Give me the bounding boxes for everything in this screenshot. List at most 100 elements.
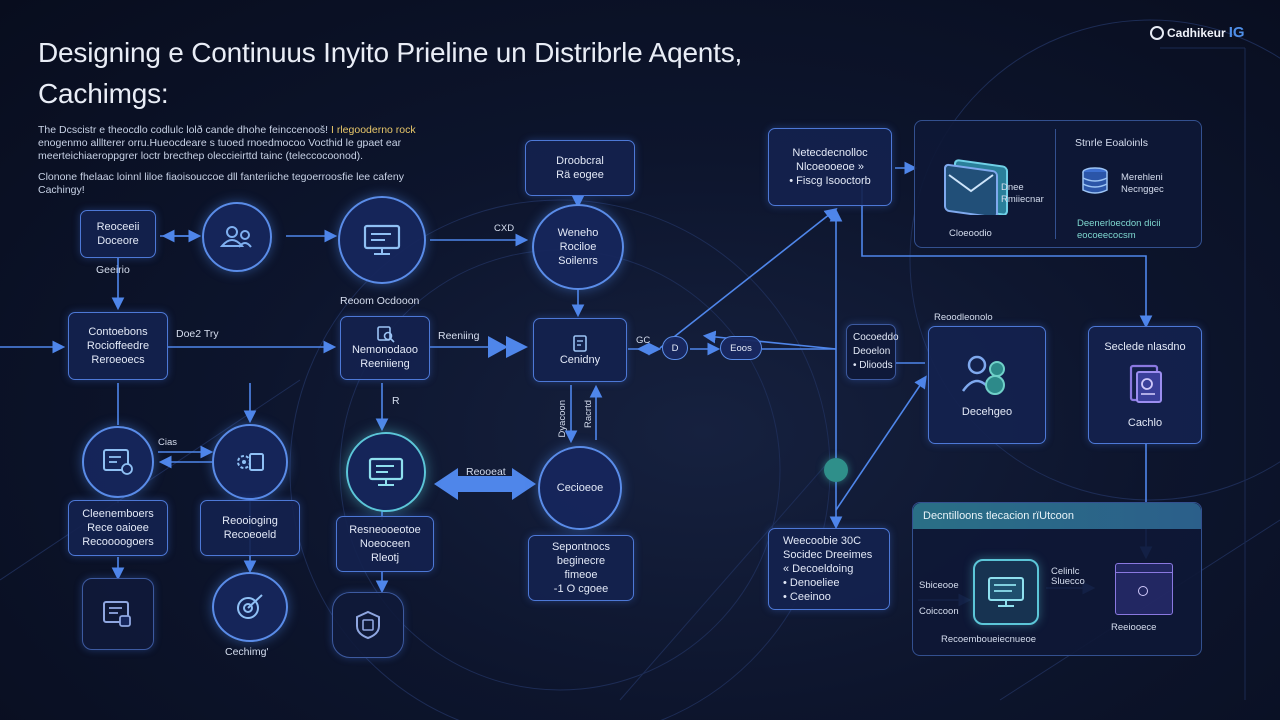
cache-doc-icon (1129, 364, 1162, 403)
node-distributed[interactable]: Droobcral Rä eogee (525, 140, 635, 196)
panel-top-left-label-2: Rmiiecnar (1001, 194, 1044, 205)
panel-distribution: Decntilloons tlecacion rïUtcoon Sbiceooe… (912, 502, 1202, 656)
node-log-tile[interactable] (82, 578, 154, 650)
node-network-line-3: • Fiscg Isooctorb (789, 175, 871, 187)
panel-top-right-label-2: Necnggec (1121, 184, 1164, 195)
node-sequences-line-2: beginecre (556, 555, 606, 567)
node-resolution[interactable]: Resneooeotoe Noeoceen Rleotj (336, 516, 434, 572)
node-monitor-circle[interactable] (338, 196, 426, 284)
panel-top-right-note-1: Deenerloecdon dicii (1077, 218, 1161, 229)
node-d-pill[interactable]: D (662, 336, 688, 360)
node-distribution-monitor[interactable] (973, 559, 1039, 625)
page-title: Designing e Continuus Inyito Prieline un… (38, 32, 818, 114)
node-receive-line-1: Reoceeii (96, 221, 140, 233)
users-icon (219, 226, 252, 248)
node-warehouse-line-3: « Decoeldoing (783, 563, 854, 575)
monitor-icon (363, 224, 401, 255)
panel-top-right-label-1: Merehleni (1121, 172, 1163, 183)
node-receive-caption: Geeirio (96, 264, 130, 276)
node-dashboard-circle[interactable] (82, 426, 154, 498)
node-resolution-line-3: Rleotj (370, 552, 400, 564)
panel-bot-right-caption: Reeiooece (1111, 622, 1157, 633)
browser-titlebar (1116, 564, 1172, 573)
user-group-icon (961, 355, 1005, 395)
node-reporting[interactable]: Reooioging Recoeoeld (200, 500, 300, 556)
monitor-icon-3 (988, 577, 1024, 607)
node-network-line-2: Nlcoeooeoe » (796, 161, 864, 173)
node-sequences-line-1: Sepontnocs (551, 541, 611, 553)
panel-bot-caption: Recoemboueiecnueoe (941, 634, 1037, 645)
panel-bot-label-2: Coiccoon (919, 606, 959, 617)
node-dee-users[interactable]: Decehgeo (928, 326, 1046, 444)
node-clean-members-line-1: Cleenemboers (82, 508, 154, 520)
intro-line-5: Cachingy! (38, 184, 85, 196)
node-distributed-line-1: Droobcral (556, 155, 604, 167)
node-agents-circle[interactable] (202, 202, 272, 272)
edge-label-gc: GC (636, 335, 651, 346)
node-warehouse[interactable]: Weecoobie 30C Socidec Dreeimes « Decoeld… (768, 528, 890, 610)
node-monitor-caption: Reoom Ocdooon (340, 295, 420, 307)
node-clean-members-line-3: Recoooogoers (82, 536, 154, 548)
node-contributions-line-1: Contoebons (88, 326, 148, 338)
dashboard-icon (103, 449, 133, 475)
edge-label-r: R (392, 395, 400, 407)
node-reporting-line-2: Recoeoeld (223, 529, 277, 541)
node-contributions-line-2: Rocioffeedre (86, 340, 150, 352)
panel-top-left-label-1: Dnee (1001, 182, 1024, 193)
node-clean-members-line-2: Rece oaioee (87, 522, 149, 534)
intro-line-3: meerteichiaeroppgrer loctr brecthep olec… (38, 150, 364, 162)
left-mid-label-1: Cocoeddo (853, 332, 899, 343)
intro-line-2: enogenmo alllterer orru.Hueocdeare s tuo… (38, 137, 402, 149)
database-icon (1082, 167, 1108, 194)
node-settings-circle[interactable] (212, 424, 288, 500)
node-workers-line-1: Weneho (557, 227, 599, 239)
node-workers-line-3: Soilenrs (558, 255, 598, 267)
node-sequences[interactable]: Sepontnocs beginecre fimeoe -1 O cgoee (528, 535, 634, 601)
node-network-controller[interactable]: Netecdecnolloc Nlcoeooeoe » • Fiscg Isoo… (768, 128, 892, 206)
edge-label-repeat: Reooeat (466, 466, 506, 478)
node-reporting-line-1: Reooioging (222, 515, 278, 527)
node-cache-monitor-circle[interactable] (346, 432, 426, 512)
node-contributions-line-3: Reroeoecs (91, 354, 145, 366)
node-shield-tile[interactable] (332, 592, 404, 658)
node-cache-select[interactable]: Seclede nlasdno Cachlo (1088, 326, 1202, 444)
title-line-1: Designing e Continuus Inyito Prieline un… (38, 37, 743, 68)
node-camera[interactable]: Cenidny (533, 318, 627, 382)
node-eoos-pill[interactable]: Eoos (720, 336, 762, 360)
node-warehouse-line-1: Weecoobie 30C (783, 535, 862, 547)
node-workers-line-2: Rociloe (559, 241, 597, 253)
junction-node (824, 458, 848, 482)
intro-paragraph-1: The Dcscistr e theocdlo codlulc lolð can… (38, 124, 508, 163)
title-line-2: Cachimgs: (38, 78, 169, 109)
node-browser-window[interactable] (1115, 563, 1173, 615)
node-monitoring[interactable]: Nemonodaoo Reeniieng (340, 316, 430, 380)
node-target-caption: Cechimg' (225, 646, 269, 658)
intro-paragraph-2: Clonone fhelaac loinnl liloe fiaoisoucco… (38, 171, 508, 197)
edge-label-retry: Doe2 Try (176, 328, 219, 340)
node-workers-circle[interactable]: Weneho Rociloe Soilenrs (532, 204, 624, 290)
intro-line-4: Clonone fhelaac loinnl liloe fiaoisoucco… (38, 171, 404, 183)
node-cache-select-title: Seclede nlasdno (1104, 341, 1186, 353)
node-clean-members[interactable]: Cleenemboers Rece oaioee Recoooogoers (68, 500, 168, 556)
intro-highlight: I rlegooderno rock (331, 124, 416, 136)
panel-divider (1055, 129, 1056, 239)
left-mid-label-3: • Dlioods (853, 360, 893, 371)
left-mid-label-2: Deoelon (853, 346, 891, 357)
edge-label-cias: Cias (158, 437, 178, 448)
node-target-circle[interactable] (212, 572, 288, 642)
clipboard-icon (573, 335, 587, 352)
node-resolution-line-1: Resneooeotoe (349, 524, 421, 536)
node-camera-label: Cenidny (559, 354, 601, 366)
panel-bot-right-top-2: Sluecco (1051, 576, 1085, 587)
node-cache-select-label: Cachlo (1127, 417, 1163, 429)
node-contributions[interactable]: Contoebons Rocioffeedre Reroeoecs (68, 312, 168, 380)
gear-doc-icon (237, 453, 264, 471)
node-receive[interactable]: Reoceeii Doceore (80, 210, 156, 258)
node-coalesce-circle[interactable]: Cecioeoe (538, 446, 622, 530)
target-icon (237, 594, 263, 619)
folder-stack-icon (944, 159, 1008, 215)
node-warehouse-line-5: • Ceeinoo (783, 591, 831, 603)
monitor-icon-2 (368, 457, 404, 486)
shield-doc-icon (356, 610, 380, 640)
